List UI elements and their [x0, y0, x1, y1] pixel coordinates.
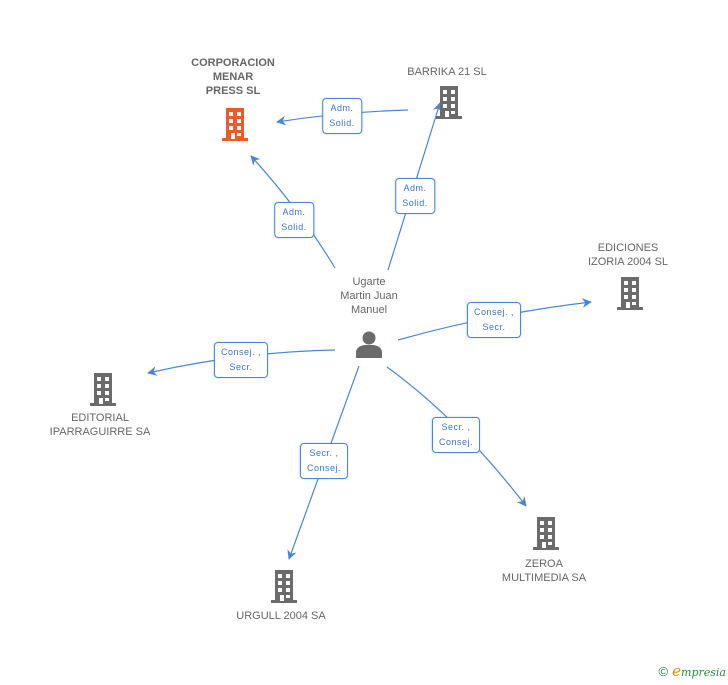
person-name[interactable]: Ugarte Martin Juan Manuel: [340, 276, 398, 316]
edge-label-editorial-iparraguirre[interactable]: Consej. , Secr.: [213, 342, 269, 378]
edge-label-zeroa[interactable]: Secr. , Consej.: [431, 417, 481, 453]
edge-label-corporacion-menar[interactable]: Adm. Solid.: [274, 202, 314, 238]
building-icon[interactable]: [530, 515, 562, 551]
copyright-icon: ©: [658, 664, 669, 679]
company-name-editorial-iparraguirre[interactable]: EDITORIAL IPARRAGUIRRE SA: [49, 412, 151, 438]
building-icon[interactable]: [219, 106, 251, 142]
edge-label-urgull[interactable]: Secr. , Consej.: [299, 443, 349, 479]
company-name-barrika[interactable]: BARRIKA 21 SL: [407, 66, 487, 78]
building-icon[interactable]: [268, 568, 300, 604]
edge-label-ediciones-izoria[interactable]: Consej. , Secr.: [466, 302, 522, 338]
brand-logo-initial: e: [672, 662, 682, 680]
edge-label-barrika-corporacion[interactable]: Adm. Solid.: [322, 98, 362, 134]
edge-label-barrika[interactable]: Adm. Solid.: [395, 178, 435, 214]
building-icon[interactable]: [433, 84, 465, 120]
company-name-zeroa[interactable]: ZEROA MULTIMEDIA SA: [501, 558, 587, 584]
person-icon[interactable]: [353, 328, 385, 360]
building-icon[interactable]: [614, 275, 646, 311]
company-name-ediciones-izoria[interactable]: EDICIONES IZORIA 2004 SL: [587, 242, 669, 268]
company-name-urgull[interactable]: URGULL 2004 SA: [236, 610, 326, 622]
building-icon[interactable]: [87, 371, 119, 407]
company-name-corporacion-menar[interactable]: CORPORACION MENAR PRESS SL: [191, 57, 275, 97]
footer-branding: ©empresia: [659, 662, 726, 680]
brand-logo-text: mpresia: [681, 666, 726, 679]
